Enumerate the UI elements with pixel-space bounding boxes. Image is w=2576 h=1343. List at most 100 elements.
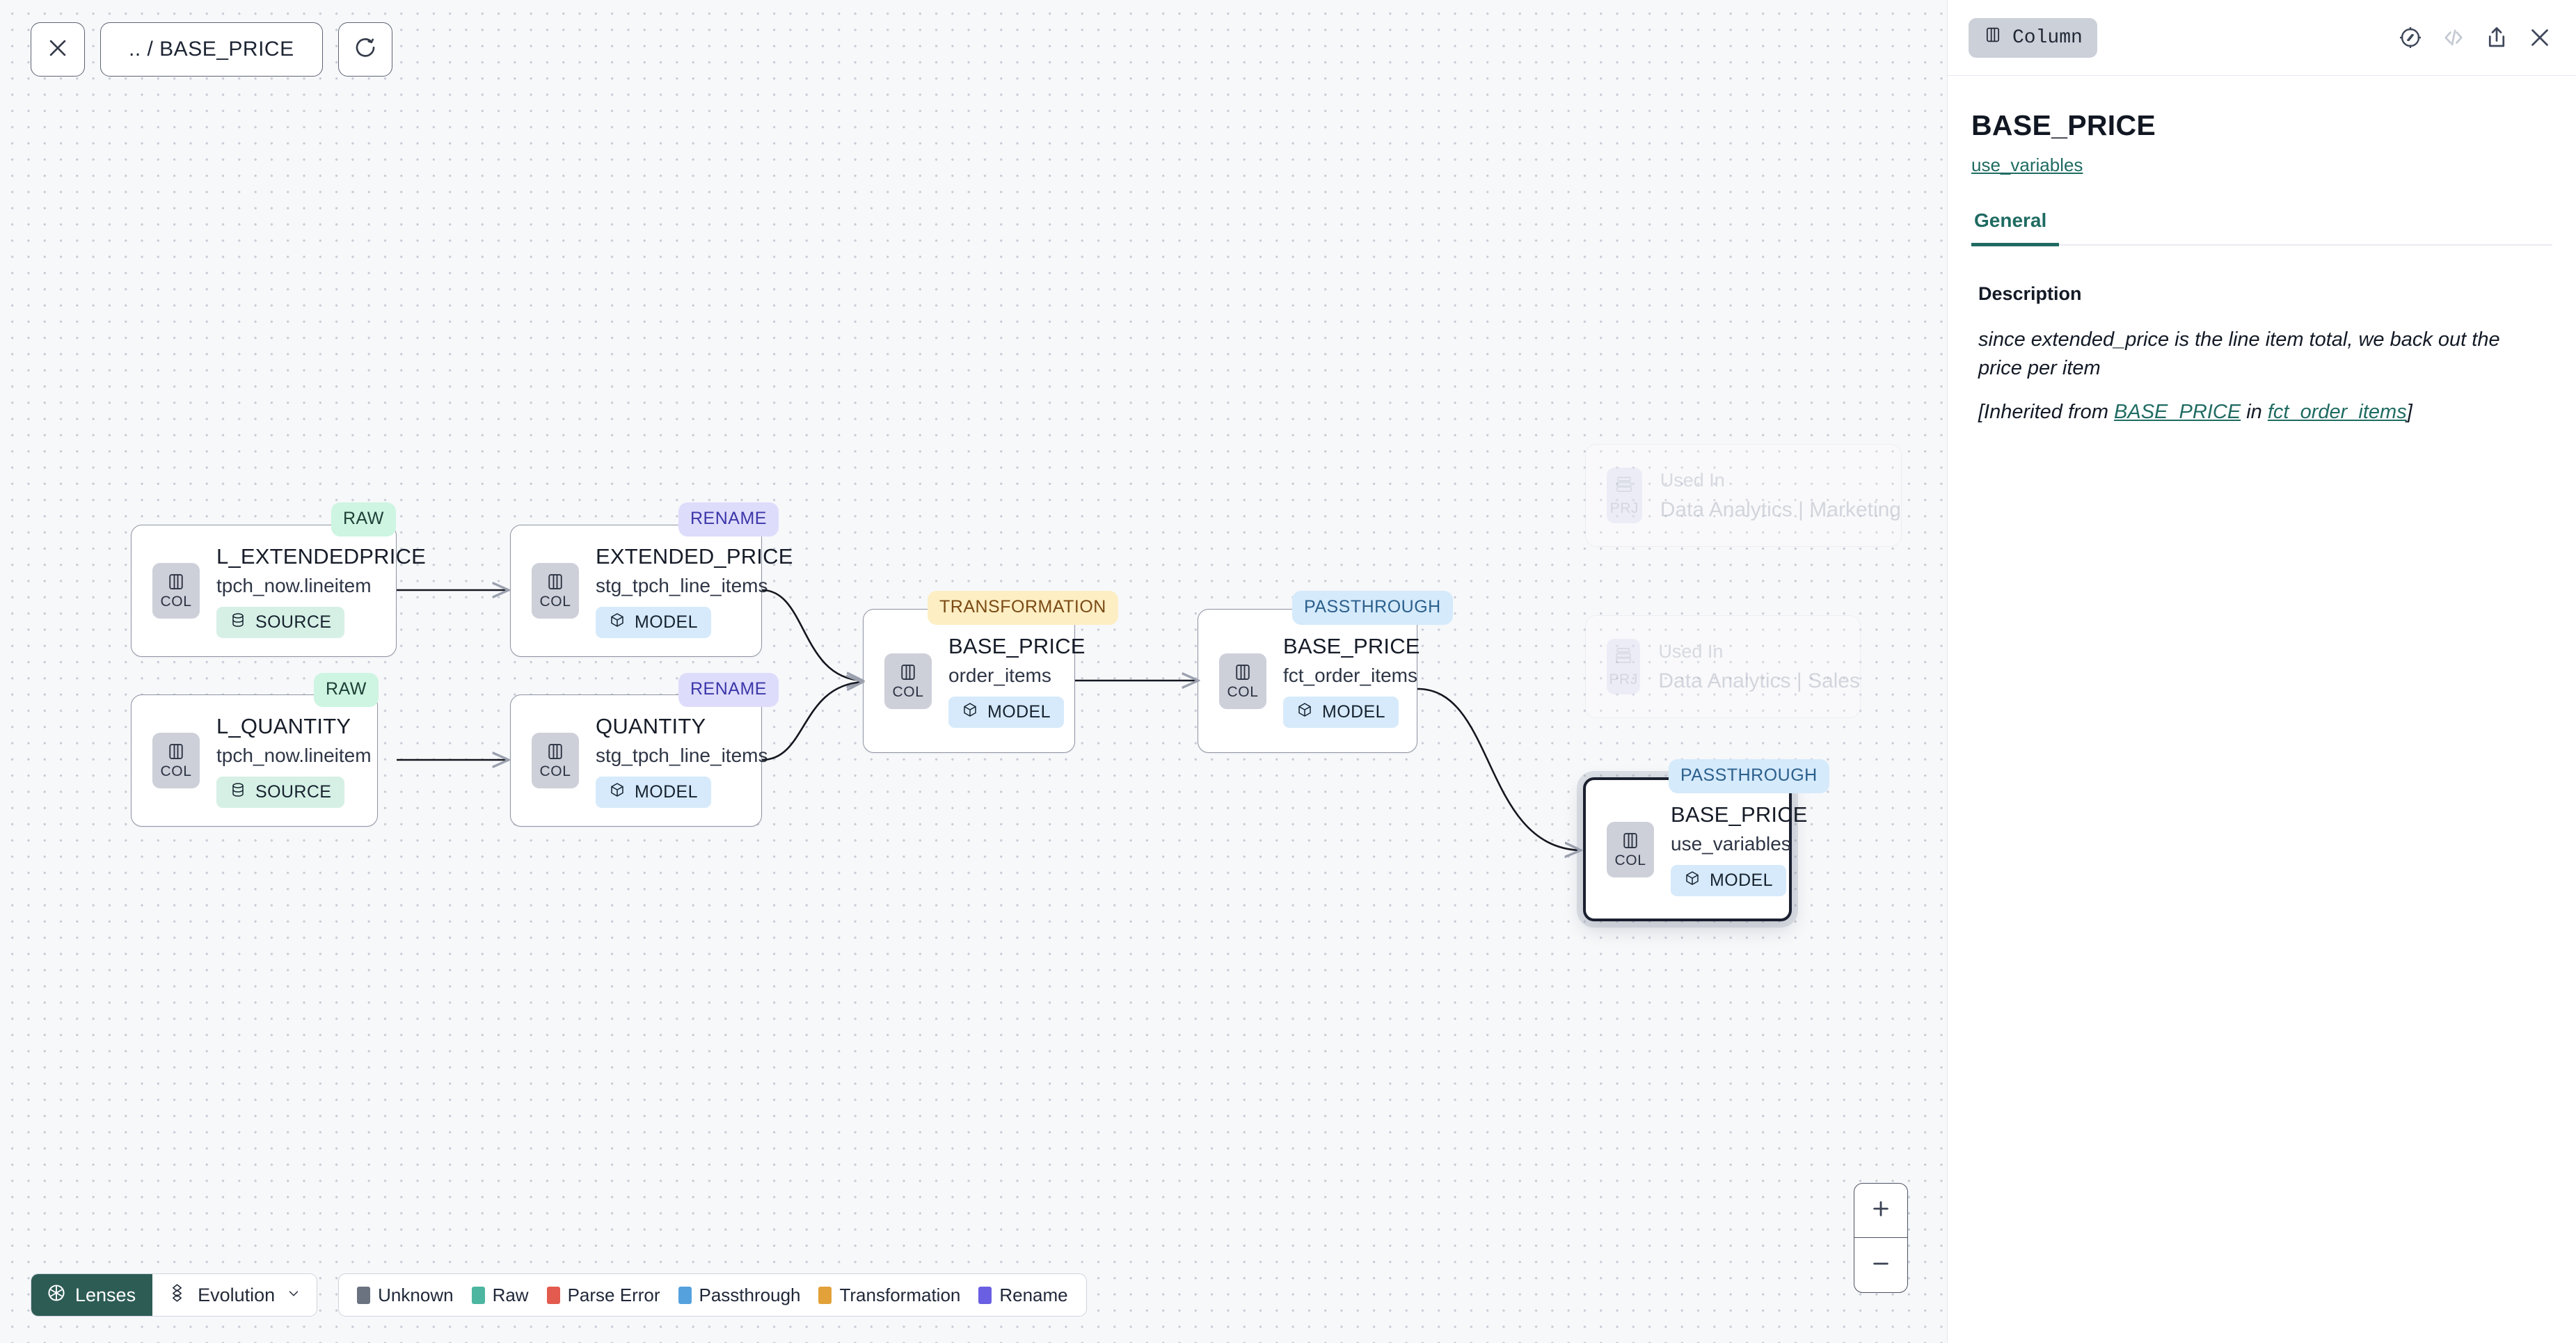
kind-chip-col: COL: [1219, 653, 1266, 709]
lenses-button[interactable]: Lenses: [31, 1274, 153, 1316]
node-body: QUANTITY stg_tpch_line_items MODEL: [596, 714, 768, 808]
tab-general[interactable]: General: [1971, 209, 2060, 246]
breadcrumb[interactable]: .. / BASE_PRICE: [100, 22, 323, 77]
entity-type-badge: Column: [1969, 17, 2097, 58]
node-subtitle: order_items: [948, 665, 1051, 686]
node-title: L_QUANTITY: [216, 713, 351, 738]
zoom-out-button[interactable]: [1854, 1238, 1907, 1292]
materialization-chip-model: MODEL: [1671, 865, 1786, 896]
inherited-model-link[interactable]: fct_order_items: [2267, 400, 2407, 423]
legend-item-rename[interactable]: Rename: [978, 1285, 1068, 1306]
legend-swatch: [978, 1286, 992, 1304]
zoom-in-button[interactable]: [1854, 1184, 1907, 1238]
page-title: BASE_PRICE: [1971, 109, 2156, 141]
kind-label: COL: [1614, 852, 1646, 868]
kind-chip-col: COL: [532, 733, 579, 788]
column-icon: [166, 741, 186, 762]
kind-label: COL: [892, 683, 924, 700]
details-panel-header: Column: [1948, 0, 2576, 76]
materialization-chip-model: MODEL: [1283, 697, 1399, 728]
node-tag-passthrough: PASSTHROUGH: [1292, 591, 1453, 625]
database-icon: [230, 781, 246, 803]
project-icon: [1614, 474, 1635, 498]
column-icon: [1983, 25, 2003, 51]
node-title: BASE_PRICE: [1671, 802, 1808, 827]
legend-swatch: [357, 1286, 371, 1304]
kind-chip-col: COL: [152, 563, 200, 619]
node-tag-passthrough: PASSTHROUGH: [1669, 759, 1829, 793]
cube-icon: [609, 612, 626, 633]
project-icon: [1613, 645, 1634, 669]
graph-node-base-price-order-items[interactable]: COL BASE_PRICE order_items MODEL: [863, 609, 1086, 753]
evolution-icon: [168, 1283, 186, 1307]
chevron-down-icon: [286, 1285, 301, 1306]
refresh-button[interactable]: [337, 22, 392, 77]
materialization-chip-model: MODEL: [596, 776, 711, 808]
inherit-suffix: ]: [2406, 400, 2412, 423]
legend-item-unknown[interactable]: Unknown: [357, 1284, 454, 1306]
graph-node-quantity[interactable]: COL QUANTITY stg_tpch_line_items MODEL: [510, 694, 768, 827]
cube-icon: [962, 701, 978, 723]
node-body: EXTENDED_PRICE stg_tpch_line_items MODEL: [596, 544, 793, 638]
lenses-control-group: Lenses Evolution: [31, 1273, 318, 1317]
inherited-column-link[interactable]: BASE_PRICE: [2114, 400, 2241, 423]
close-icon[interactable]: [2527, 25, 2552, 50]
ghost-node-used-in-marketing[interactable]: PRJ Used In Data Analytics | Marketing: [1585, 444, 1902, 547]
kind-chip-col: COL: [1607, 821, 1654, 877]
node-title: BASE_PRICE: [948, 634, 1086, 658]
materialization-label: MODEL: [635, 781, 698, 802]
kind-chip-col: COL: [532, 563, 579, 619]
node-title: EXTENDED_PRICE: [596, 543, 793, 569]
materialization-label: MODEL: [635, 612, 698, 632]
kind-chip-col: COL: [884, 653, 932, 709]
evolution-dropdown[interactable]: Evolution: [152, 1274, 317, 1316]
legend-item-raw[interactable]: Raw: [471, 1285, 529, 1306]
column-icon: [1232, 662, 1253, 683]
ghost-node-used-in-sales[interactable]: PRJ Used In Data Analytics | Sales: [1585, 615, 1861, 718]
kind-label: PRJ: [1609, 500, 1639, 516]
lineage-canvas[interactable]: .. / BASE_PRICE PRJ Used In: [0, 0, 1947, 1343]
kind-label: COL: [1227, 683, 1259, 700]
legend-swatch: [818, 1286, 832, 1304]
entity-type-label: Column: [2012, 26, 2083, 49]
graph-node-base-price-use-variables[interactable]: COL BASE_PRICE use_variables MODEL: [1583, 777, 1808, 921]
kind-chip-prj: PRJ: [1607, 468, 1642, 523]
graph-node-l-extendedprice[interactable]: COL L_EXTENDEDPRICE tpch_now.lineitem SO…: [131, 525, 426, 657]
lenses-label: Lenses: [75, 1284, 136, 1305]
share-icon[interactable]: [2484, 25, 2509, 50]
code-icon[interactable]: [2441, 25, 2466, 50]
legend-label: Unknown: [378, 1284, 454, 1305]
compass-icon[interactable]: [2398, 25, 2423, 50]
legend-item-parse-error[interactable]: Parse Error: [546, 1284, 660, 1306]
zoom-controls: [1854, 1183, 1908, 1293]
node-tag-transformation: TRANSFORMATION: [928, 591, 1118, 625]
node-body: BASE_PRICE use_variables MODEL: [1671, 802, 1808, 896]
cube-icon: [1684, 870, 1701, 891]
legend-label: Parse Error: [567, 1284, 660, 1305]
details-tabs: General: [1971, 209, 2552, 246]
node-tag-raw: RAW: [331, 502, 396, 537]
legend-item-transformation[interactable]: Transformation: [818, 1285, 960, 1306]
graph-node-extended-price[interactable]: COL EXTENDED_PRICE stg_tpch_line_items M…: [510, 525, 793, 657]
close-graph-button[interactable]: [31, 22, 85, 77]
description-text: since extended_price is the line item to…: [1978, 328, 2500, 379]
minus-icon: [1870, 1253, 1892, 1278]
legend-item-passthrough[interactable]: Passthrough: [678, 1285, 800, 1306]
description-inherited-note: [Inherited from BASE_PRICE in fct_order_…: [1978, 401, 2548, 424]
materialization-label: MODEL: [1710, 871, 1773, 890]
parent-model-link[interactable]: use_variables: [1971, 154, 2083, 175]
kind-label: PRJ: [1609, 672, 1638, 688]
materialization-chip-model: MODEL: [596, 606, 711, 638]
column-icon: [545, 741, 566, 762]
column-icon: [898, 662, 919, 683]
materialization-chip-source: SOURCE: [216, 776, 345, 808]
description-label: Description: [1978, 283, 2082, 304]
node-body: L_QUANTITY tpch_now.lineitem SOURCE: [216, 714, 372, 808]
database-icon: [230, 612, 246, 633]
refresh-icon: [353, 36, 377, 63]
kind-label: COL: [539, 594, 571, 610]
materialization-label: MODEL: [987, 702, 1051, 722]
node-tag-raw: RAW: [314, 673, 379, 707]
graph-node-base-price-fct-order-items[interactable]: COL BASE_PRICE fct_order_items MODEL: [1198, 609, 1420, 753]
graph-node-l-quantity[interactable]: COL L_QUANTITY tpch_now.lineitem SOURCE: [131, 694, 378, 827]
